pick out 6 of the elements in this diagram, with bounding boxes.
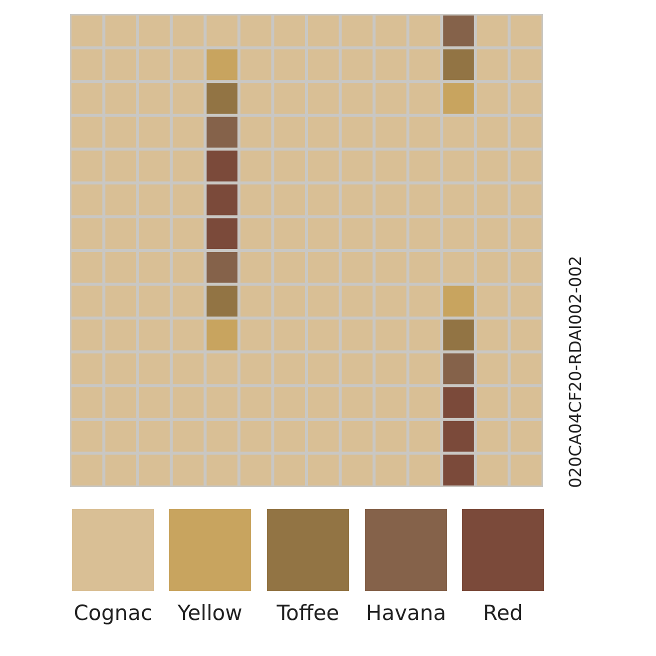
product-code: 020CA04CF20-RDAI002-002 (566, 256, 585, 488)
legend-label: Cognac (72, 601, 154, 625)
legend-label: Toffee (276, 601, 340, 625)
legend-label: Yellow (176, 601, 244, 625)
legend-label: Red (482, 601, 524, 625)
legend-label: Havana (364, 601, 448, 625)
